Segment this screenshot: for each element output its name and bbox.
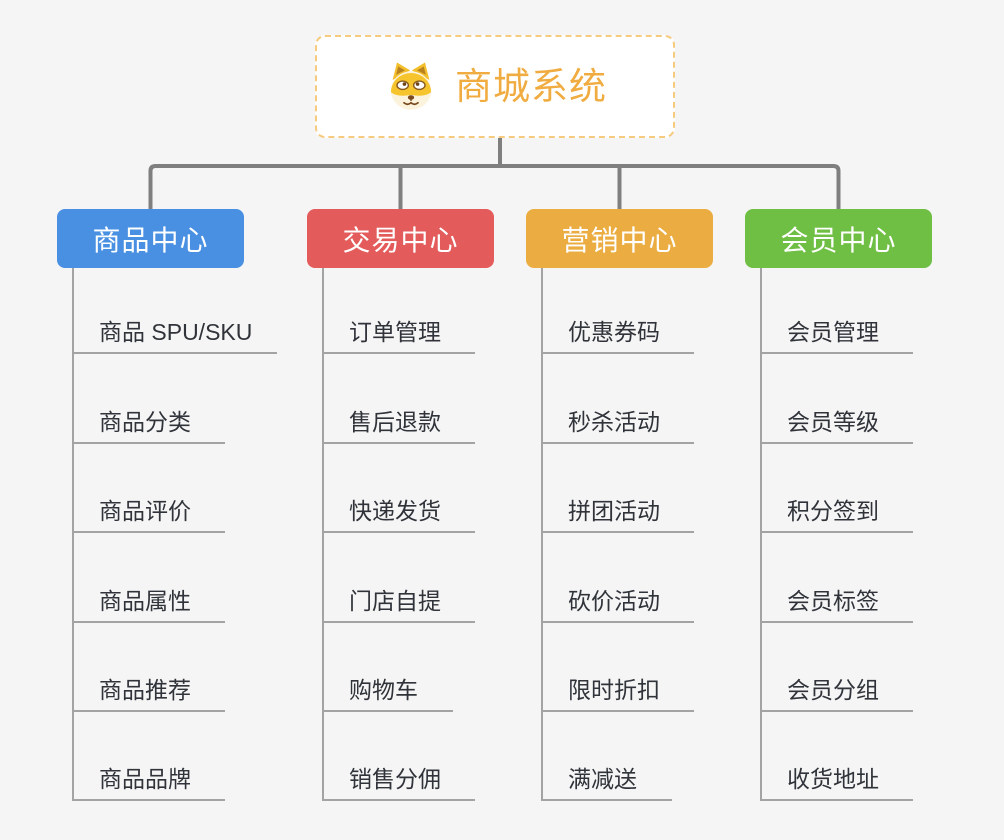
- leaf-node[interactable]: 会员等级: [787, 409, 879, 435]
- leaf-node[interactable]: 商品品牌: [99, 766, 191, 792]
- leaf-node[interactable]: 快递发货: [349, 498, 441, 524]
- leaf-node[interactable]: 砍价活动: [568, 588, 660, 614]
- leaf-node[interactable]: 限时折扣: [568, 677, 660, 703]
- leaf-node[interactable]: 商品分类: [99, 409, 191, 435]
- leaf-node[interactable]: 购物车: [349, 677, 418, 703]
- leaf-node[interactable]: 积分签到: [787, 498, 879, 524]
- leaf-node[interactable]: 销售分佣: [349, 766, 441, 792]
- leaf-node[interactable]: 售后退款: [349, 409, 441, 435]
- leaf-node[interactable]: 会员标签: [787, 588, 879, 614]
- branch-node-member-center[interactable]: 会员中心: [745, 209, 932, 268]
- root-title: 商城系统: [455, 66, 607, 107]
- leaf-node[interactable]: 商品 SPU/SKU: [99, 319, 253, 345]
- leaf-node[interactable]: 订单管理: [349, 319, 441, 345]
- leaf-node[interactable]: 商品推荐: [99, 677, 191, 703]
- root-node[interactable]: 商城系统: [315, 35, 675, 138]
- leaf-node[interactable]: 拼团活动: [568, 498, 660, 524]
- leaf-node[interactable]: 收货地址: [787, 766, 879, 792]
- leaf-node[interactable]: 满减送: [568, 766, 637, 792]
- leaf-node[interactable]: 商品属性: [99, 588, 191, 614]
- leaf-node[interactable]: 会员管理: [787, 319, 879, 345]
- leaf-node[interactable]: 商品评价: [99, 498, 191, 524]
- dog-face-icon: [390, 62, 432, 110]
- branch-node-trade-center[interactable]: 交易中心: [307, 209, 494, 268]
- leaf-node[interactable]: 优惠券码: [568, 319, 660, 345]
- leaf-node[interactable]: 秒杀活动: [568, 409, 660, 435]
- branch-node-product-center[interactable]: 商品中心: [57, 209, 244, 268]
- leaf-node[interactable]: 会员分组: [787, 677, 879, 703]
- branch-node-marketing-center[interactable]: 营销中心: [526, 209, 713, 268]
- leaf-node[interactable]: 门店自提: [349, 588, 441, 614]
